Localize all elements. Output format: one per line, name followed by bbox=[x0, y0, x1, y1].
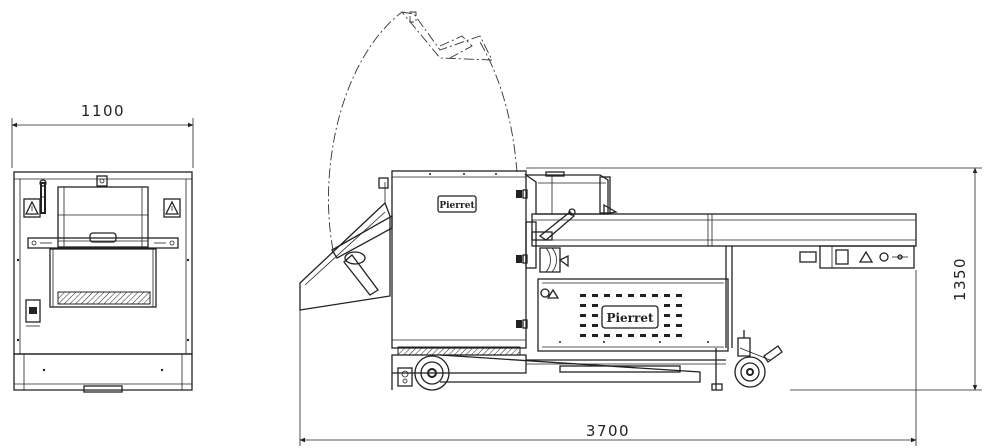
warning-icon bbox=[23, 198, 41, 218]
vent-slots bbox=[580, 294, 682, 337]
front-width-label: 1100 bbox=[81, 102, 125, 120]
infeed-chute bbox=[299, 177, 393, 311]
main-cabinet: Pierret bbox=[391, 170, 528, 356]
side-view: Pierret bbox=[299, 11, 982, 446]
lower-panel: Pierret bbox=[537, 278, 729, 352]
lever-handle-icon bbox=[39, 179, 47, 214]
front-wheel-icon bbox=[414, 355, 450, 391]
front-width-dimension: 1100 bbox=[11, 102, 194, 168]
chassis bbox=[391, 348, 726, 391]
side-height-label: 1350 bbox=[951, 257, 969, 301]
side-length-dimension: 3700 bbox=[299, 270, 917, 446]
logo-text-large: Pierret bbox=[606, 311, 653, 325]
warning-icon bbox=[163, 198, 181, 218]
side-height-dimension: 1350 bbox=[526, 167, 982, 391]
side-length-label: 3700 bbox=[586, 422, 630, 440]
front-view: 1100 bbox=[11, 102, 194, 393]
outfeed-conveyor bbox=[531, 213, 917, 348]
side-lever-assembly bbox=[525, 208, 576, 273]
logo-text-small: Pierret bbox=[439, 201, 475, 211]
upper-feeder bbox=[523, 171, 618, 215]
caster-wheel-icon bbox=[734, 330, 783, 388]
logo-plate bbox=[437, 195, 477, 213]
logo-plate bbox=[601, 305, 659, 329]
